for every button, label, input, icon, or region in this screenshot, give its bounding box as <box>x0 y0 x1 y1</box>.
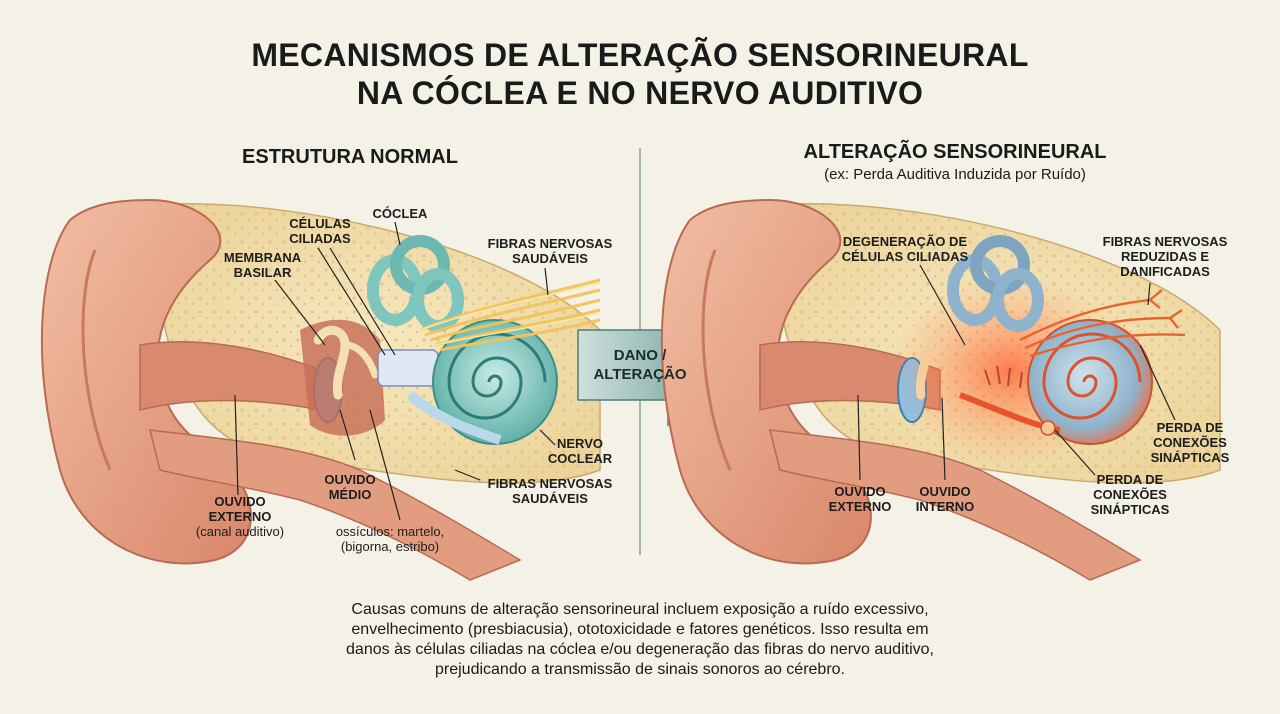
right-panel-heading: ALTERAÇÃO SENSORINEURAL <box>803 141 1107 163</box>
left-panel-heading: ESTRUTURA NORMAL <box>242 146 458 168</box>
label-ossiculos: ossículos: martelo,(bigorna, estribo) <box>335 524 445 554</box>
label-coclea: CÓCLEA <box>372 206 428 221</box>
main-title-line-2: NA CÓCLEA E NO NERVO AUDITIVO <box>356 75 924 111</box>
caption-line-2: envelhecimento (presbiacusia), ototoxici… <box>351 621 929 638</box>
right-ear-illustration <box>660 198 1221 581</box>
left-ear-illustration <box>40 198 601 581</box>
caption-line-3: danos às células ciliadas na cóclea e/ou… <box>346 641 934 658</box>
left-leader-lines <box>234 221 556 521</box>
right-leader-lines <box>857 264 1176 481</box>
main-title-line-1: MECANISMOS DE ALTERAÇÃO SENSORINEURAL <box>251 37 1029 73</box>
caption-line-4: prejudicando a transmissão de sinais son… <box>434 661 845 678</box>
caption-line-1: Causas comuns de alteração sensorineural… <box>351 601 929 618</box>
right-panel-subheading: (ex: Perda Auditiva Induzida por Ruído) <box>824 166 1086 183</box>
arrow-label: DANO /ALTERAÇÃO <box>593 347 687 383</box>
caption-paragraph: Causas comuns de alteração sensorineural… <box>270 600 1010 680</box>
